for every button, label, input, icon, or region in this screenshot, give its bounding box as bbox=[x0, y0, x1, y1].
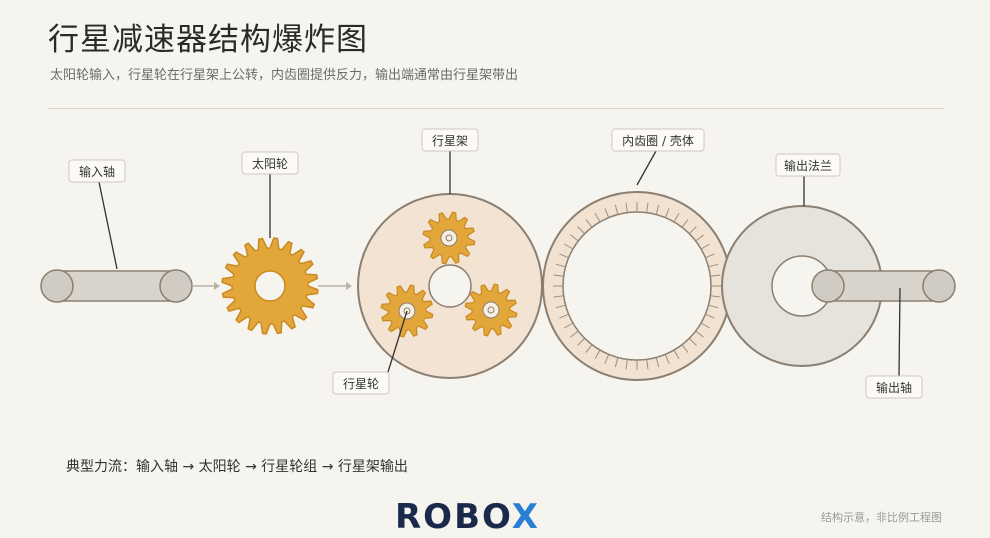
ring-tooth bbox=[555, 263, 566, 268]
ring-tooth bbox=[570, 330, 579, 338]
ring-tooth bbox=[553, 295, 564, 298]
ring-tooth bbox=[625, 359, 628, 370]
planet-gear-top bbox=[422, 211, 476, 265]
label-output-flange: 输出法兰 bbox=[775, 153, 841, 177]
ring-tooth bbox=[664, 208, 670, 218]
svg-text:内齿圈 / 壳体: 内齿圈 / 壳体 bbox=[622, 134, 694, 148]
svg-text:太阳轮: 太阳轮 bbox=[252, 156, 288, 171]
ring-tooth bbox=[681, 344, 689, 353]
ring-tooth bbox=[614, 357, 619, 368]
svg-text:输出法兰: 输出法兰 bbox=[784, 158, 832, 173]
ring-tooth bbox=[559, 253, 569, 259]
ring-tooth bbox=[688, 337, 697, 346]
ring-tooth bbox=[695, 330, 704, 338]
ring-tooth bbox=[577, 337, 586, 346]
ring-tooth bbox=[655, 204, 660, 215]
robox-logo: ROBOX bbox=[395, 497, 540, 537]
ring-tooth bbox=[695, 234, 704, 242]
svg-text:行星架: 行星架 bbox=[432, 134, 468, 148]
ring-tooth bbox=[555, 304, 566, 309]
ring-tooth bbox=[708, 304, 719, 309]
ring-gear bbox=[542, 191, 732, 381]
ring-tooth bbox=[705, 253, 715, 259]
ring-tooth bbox=[614, 204, 619, 215]
ring-tooth bbox=[625, 202, 628, 213]
label-sun-gear: 太阳轮 bbox=[241, 151, 299, 175]
ring-tooth bbox=[594, 213, 601, 223]
ring-tooth bbox=[646, 359, 649, 370]
page-title: 行星减速器结构爆炸图 bbox=[48, 22, 368, 58]
ring-tooth bbox=[604, 354, 610, 364]
force-flow-text: 典型力流：输入轴 → 太阳轮 → 行星轮组 → 行星架输出 bbox=[66, 459, 408, 475]
ring-tooth bbox=[700, 243, 710, 250]
input-shaft bbox=[40, 269, 193, 303]
ring-tooth bbox=[585, 344, 593, 353]
svg-text:输出轴: 输出轴 bbox=[876, 380, 912, 395]
ring-tooth bbox=[681, 219, 689, 228]
label-carrier: 行星架 bbox=[421, 128, 479, 152]
ring-tooth bbox=[688, 226, 697, 235]
svg-text:输入轴: 输入轴 bbox=[79, 164, 115, 179]
ring-tooth bbox=[710, 274, 721, 277]
ring-tooth bbox=[570, 234, 579, 242]
ring-tooth bbox=[664, 354, 670, 364]
ring-tooth bbox=[564, 243, 574, 250]
schematic-note: 结构示意，非比例工程图 bbox=[821, 511, 942, 524]
label-planet-gear: 行星轮 bbox=[332, 371, 390, 395]
label-output-shaft: 输出轴 bbox=[865, 375, 923, 399]
sun-gear bbox=[221, 237, 319, 335]
output-shaft bbox=[811, 269, 956, 303]
divider bbox=[48, 108, 944, 109]
page-subtitle: 太阳轮输入，行星轮在行星架上公转，内齿圈提供反力，输出端通常由行星架带出 bbox=[50, 68, 519, 83]
svg-text:行星轮: 行星轮 bbox=[343, 377, 379, 391]
output-flange bbox=[721, 205, 883, 367]
leader-lines bbox=[98, 150, 901, 377]
label-ring-gear: 内齿圈 / 壳体 bbox=[611, 128, 705, 152]
ring-tooth bbox=[585, 219, 593, 228]
planet-gear-right bbox=[464, 283, 518, 337]
ring-tooth bbox=[673, 213, 680, 223]
ring-tooth bbox=[708, 263, 719, 268]
ring-tooth bbox=[553, 274, 564, 277]
ring-tooth bbox=[559, 313, 569, 319]
ring-tooth bbox=[564, 322, 574, 329]
ring-tooth bbox=[577, 226, 586, 235]
ring-tooth bbox=[604, 208, 610, 218]
ring-tooth bbox=[705, 313, 715, 319]
ring-tooth bbox=[594, 349, 601, 359]
ring-tooth bbox=[700, 322, 710, 329]
ring-tooth bbox=[646, 202, 649, 213]
ring-tooth bbox=[710, 295, 721, 298]
ring-tooth bbox=[673, 349, 680, 359]
ring-tooth bbox=[655, 357, 660, 368]
label-input-shaft: 输入轴 bbox=[68, 159, 126, 183]
